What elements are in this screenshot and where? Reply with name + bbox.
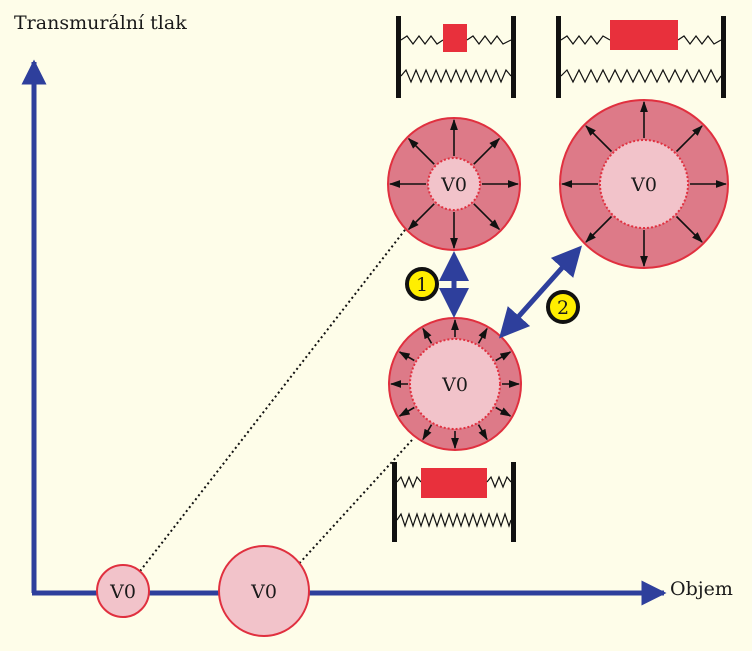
circle-small-rest: V0 (96, 564, 150, 618)
pressure-arrow-icon (407, 137, 435, 165)
circle-large-stretched-label: V0 (630, 174, 657, 196)
pressure-arrow-icon (585, 125, 613, 153)
circle-small-rest-label: V0 (109, 581, 136, 603)
pressure-arrow-icon (473, 137, 501, 165)
pressure-arrow-icon (473, 203, 501, 231)
dotted-guide-small (136, 225, 409, 576)
marker-1-label: 1 (416, 274, 428, 296)
pressure-arrow-icon (675, 125, 703, 153)
pressure-arrow-icon (407, 203, 435, 231)
circle-large-rest-label: V0 (250, 581, 277, 603)
pressure-arrows-a (388, 118, 520, 250)
transition-arrow-2 (499, 245, 582, 339)
pressure-arrow-icon (422, 327, 433, 344)
spring-diagram-icon-2 (556, 16, 726, 98)
pressure-arrow-icon (422, 424, 433, 441)
pressure-arrow-icon (398, 406, 415, 417)
dotted-guide-large (295, 439, 413, 568)
pressure-arrow-icon (675, 215, 703, 243)
pressure-arrow-icon (398, 351, 415, 362)
y-axis-label: Transmurální tlak (14, 12, 187, 34)
pressure-arrow-icon (585, 215, 613, 243)
pressure-arrow-icon (477, 327, 488, 344)
circle-large-stretched: V0 (559, 99, 729, 269)
marker-2: 2 (546, 290, 580, 324)
spring-diagram-icon-3 (392, 462, 516, 542)
circle-large-thick-label: V0 (441, 374, 468, 396)
marker-2-label: 2 (557, 297, 569, 319)
pressure-arrow-icon (495, 351, 512, 362)
spring-diagram-icon-1 (396, 16, 516, 98)
pressure-arrow-icon (495, 406, 512, 417)
circle-large-thick: V0 (388, 317, 522, 451)
circle-small-stretched-label: V0 (440, 174, 467, 196)
pressure-arrow-icon (477, 424, 488, 441)
pressure-arrows-b (560, 100, 728, 268)
circle-large-rest: V0 (218, 545, 310, 637)
circle-small-stretched: V0 (387, 117, 521, 251)
marker-1: 1 (405, 267, 439, 301)
pressure-arrows-c (389, 318, 521, 450)
x-axis-label: Objem (670, 578, 733, 600)
